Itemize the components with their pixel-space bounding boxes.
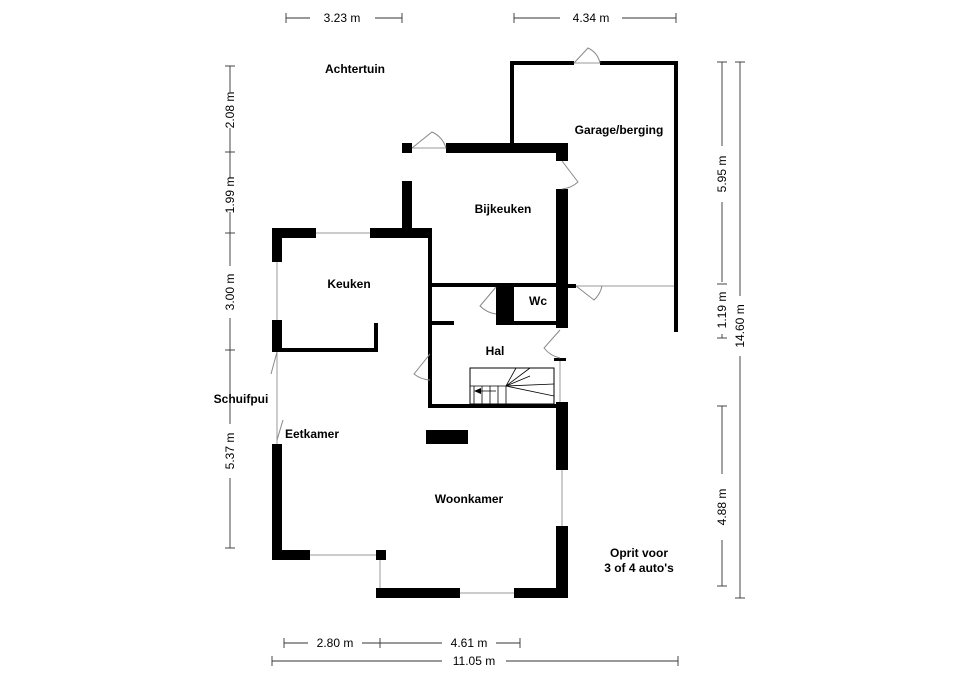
label-oprit-line1: Oprit voor [610, 546, 668, 560]
dim-right-3: 4.88 m [715, 489, 729, 526]
label-garage: Garage/berging [575, 123, 664, 137]
dim-top-right: 4.34 m [573, 11, 610, 25]
staircase [469, 367, 555, 405]
dim-top-left: 3.23 m [324, 11, 361, 25]
label-achtertuin: Achtertuin [325, 62, 385, 76]
dimension-labels: 3.23 m 4.34 m 2.08 m 1.99 m 3.00 m 5.37 … [223, 11, 747, 668]
label-schuifpui: Schuifpui [214, 392, 269, 406]
walls [272, 61, 678, 598]
label-keuken: Keuken [327, 277, 370, 291]
doors [270, 47, 603, 441]
label-oprit-line2: 3 of 4 auto's [604, 561, 674, 575]
dim-left-1: 2.08 m [223, 92, 237, 129]
label-hal: Hal [486, 344, 505, 358]
label-eetkamer: Eetkamer [285, 427, 339, 441]
dim-right-1: 5.95 m [715, 156, 729, 193]
dim-bottom-2: 4.61 m [451, 636, 488, 650]
dim-bottom-1: 2.80 m [317, 636, 354, 650]
label-woonkamer: Woonkamer [435, 492, 504, 506]
dim-left-2: 1.99 m [223, 177, 237, 214]
dim-right-total: 14.60 m [733, 304, 747, 347]
label-wc: Wc [529, 294, 547, 308]
dim-bottom-total: 11.05 m [453, 654, 495, 668]
dim-left-4: 5.37 m [223, 433, 237, 470]
dimension-lines [225, 13, 745, 666]
label-bijkeuken: Bijkeuken [475, 202, 532, 216]
room-labels: Achtertuin Garage/berging Bijkeuken Keuk… [214, 62, 674, 575]
dim-right-2: 1.19 m [715, 292, 729, 329]
dim-left-3: 3.00 m [223, 274, 237, 311]
